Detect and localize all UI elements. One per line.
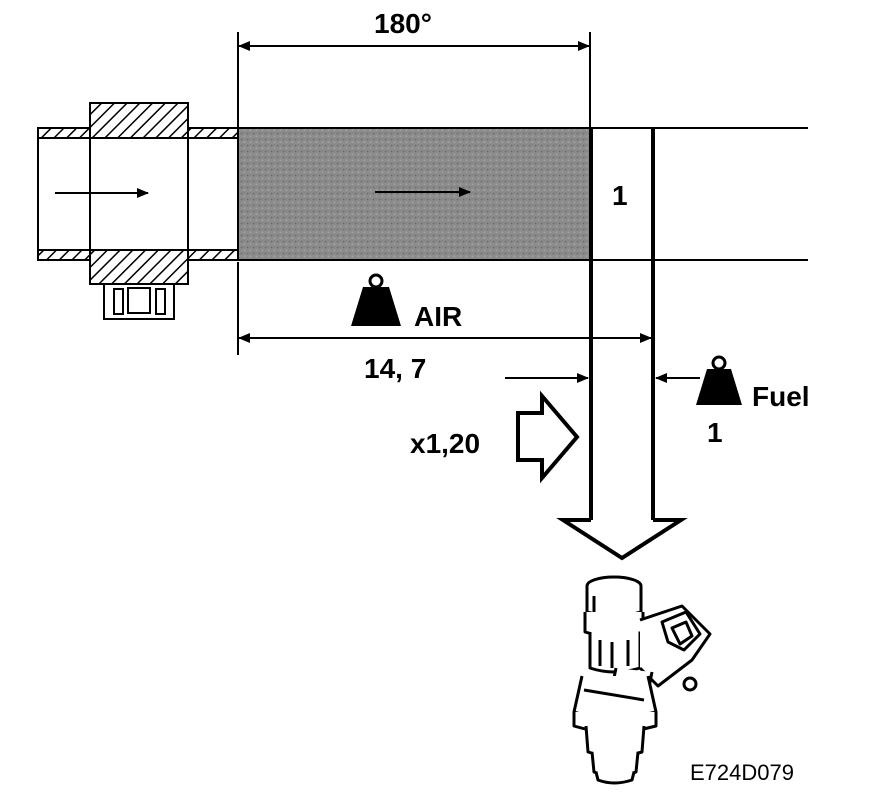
angle-label: 180° bbox=[374, 8, 432, 39]
air-dimension bbox=[237, 262, 652, 355]
air-label: AIR bbox=[414, 301, 462, 332]
fuel-injector-icon bbox=[572, 575, 712, 785]
right-block-arrow-icon bbox=[516, 390, 580, 484]
fuel-ratio-label: 1 bbox=[707, 417, 723, 448]
fuel-label: Fuel bbox=[752, 381, 810, 412]
multiplier-label: x1,20 bbox=[410, 428, 480, 459]
angle-dimension bbox=[237, 32, 591, 128]
air-ratio-label: 14, 7 bbox=[364, 353, 426, 384]
figure-code: E724D079 bbox=[690, 760, 794, 785]
air-flow-sensor-icon bbox=[89, 102, 189, 320]
down-arrow-icon bbox=[556, 518, 688, 561]
section-ratio-label: 1 bbox=[612, 180, 628, 211]
weight-icon bbox=[696, 355, 742, 405]
air-volume-block bbox=[237, 127, 591, 261]
weight-icon bbox=[351, 273, 401, 326]
